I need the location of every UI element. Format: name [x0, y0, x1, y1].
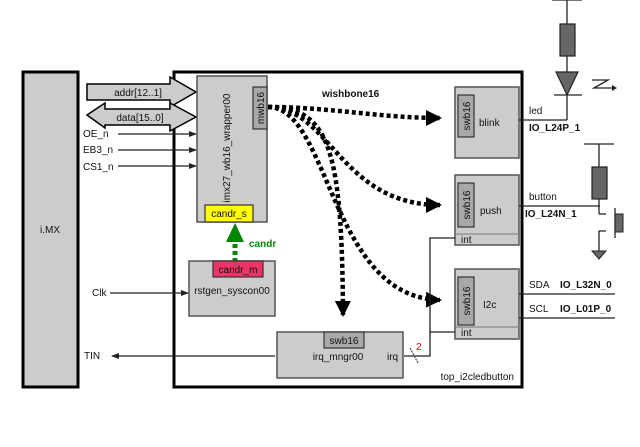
candr-label: candr [249, 239, 276, 250]
wrapper-label: imx27_wb16_wrapper00 [222, 93, 233, 202]
top-label: top_i2cledbutton [441, 372, 514, 383]
cs1-label: CS1_n [83, 162, 114, 173]
signal-oe: OE_n [83, 129, 197, 140]
rstgen-label: rstgen_syscon00 [194, 286, 270, 297]
scl-pin-label: IO_L01P_0 [560, 304, 612, 315]
irq-block: swb16 irq_mngr00 irq [276, 331, 404, 379]
sda-pin-label: IO_L32N_0 [560, 280, 612, 291]
imx-label: i.MX [40, 225, 60, 236]
irq-label: irq_mngr00 [313, 352, 364, 363]
signal-clk: Clk [92, 288, 189, 299]
ground-icon [590, 250, 608, 260]
tin-label: TIN [84, 351, 100, 362]
button-resistor [591, 166, 608, 200]
candr-s-port [204, 204, 254, 223]
pushbutton-icon [614, 213, 624, 233]
button-pin-label: IO_L24N_1 [525, 209, 577, 220]
data-label: data[15..0] [116, 113, 163, 124]
blink-port-label: swb16 [462, 101, 473, 130]
i2c-label: I2c [483, 300, 496, 311]
imx-block: i.MX [21, 70, 80, 389]
wishbone-label: wishbone16 [321, 89, 380, 100]
eb3-label: EB3_n [83, 145, 113, 156]
wishbone-bus [267, 104, 442, 317]
led-circuit [552, 0, 617, 120]
candr-m-label: candr_m [219, 265, 258, 276]
led-label: led [529, 106, 542, 117]
candr-link: candr [226, 223, 276, 262]
candr-m-port [212, 260, 264, 278]
wrapper-block: imx27_wb16_wrapper00 mwb16 candr_s [196, 75, 268, 223]
addr-bus-arrow: addr[12..1] [86, 75, 198, 109]
blink-block: swb16 blink [454, 86, 520, 159]
irq-out-label: irq [387, 352, 398, 363]
candr-s-label: candr_s [211, 209, 247, 220]
sda-label: SDA [529, 280, 550, 291]
irq-port-label: swb16 [330, 336, 359, 347]
led-resistor [559, 23, 576, 57]
i2c-port-label: swb16 [462, 286, 473, 315]
bus-to-irq [267, 104, 351, 317]
bus-to-i2c [267, 104, 442, 308]
int-wire [404, 237, 455, 357]
top-container: top_i2cledbutton [172, 70, 524, 389]
blink-label: blink [479, 118, 501, 129]
irq-width-label: 2 [416, 342, 422, 353]
push-label: push [480, 206, 502, 217]
addr-label: addr[12..1] [114, 88, 162, 99]
signal-cs1: CS1_n [83, 162, 197, 173]
push-int-label: int [461, 235, 472, 246]
bus-to-blink [267, 104, 442, 126]
scl-label: SCL [529, 304, 549, 315]
i2c-block: swb16 I2c int [454, 268, 520, 340]
signal-tin: TIN [84, 351, 275, 362]
mwb16-label: mwb16 [256, 91, 267, 124]
led-diode-icon [555, 71, 579, 97]
data-bus-arrow: data[15..0] [85, 101, 198, 133]
signal-eb3: EB3_n [83, 145, 197, 156]
led-pin-label: IO_L24P_1 [529, 123, 581, 134]
push-block: swb16 push int [454, 174, 520, 246]
button-circuit [584, 143, 624, 260]
push-port-label: swb16 [462, 190, 473, 219]
oe-label: OE_n [83, 129, 109, 140]
i2c-int-label: int [461, 328, 472, 339]
button-label: button [529, 192, 557, 203]
mwb16-port [252, 86, 268, 130]
light-emission-icon [591, 79, 612, 89]
rstgen-block: candr_m rstgen_syscon00 [188, 260, 276, 317]
clk-label: Clk [92, 288, 107, 299]
